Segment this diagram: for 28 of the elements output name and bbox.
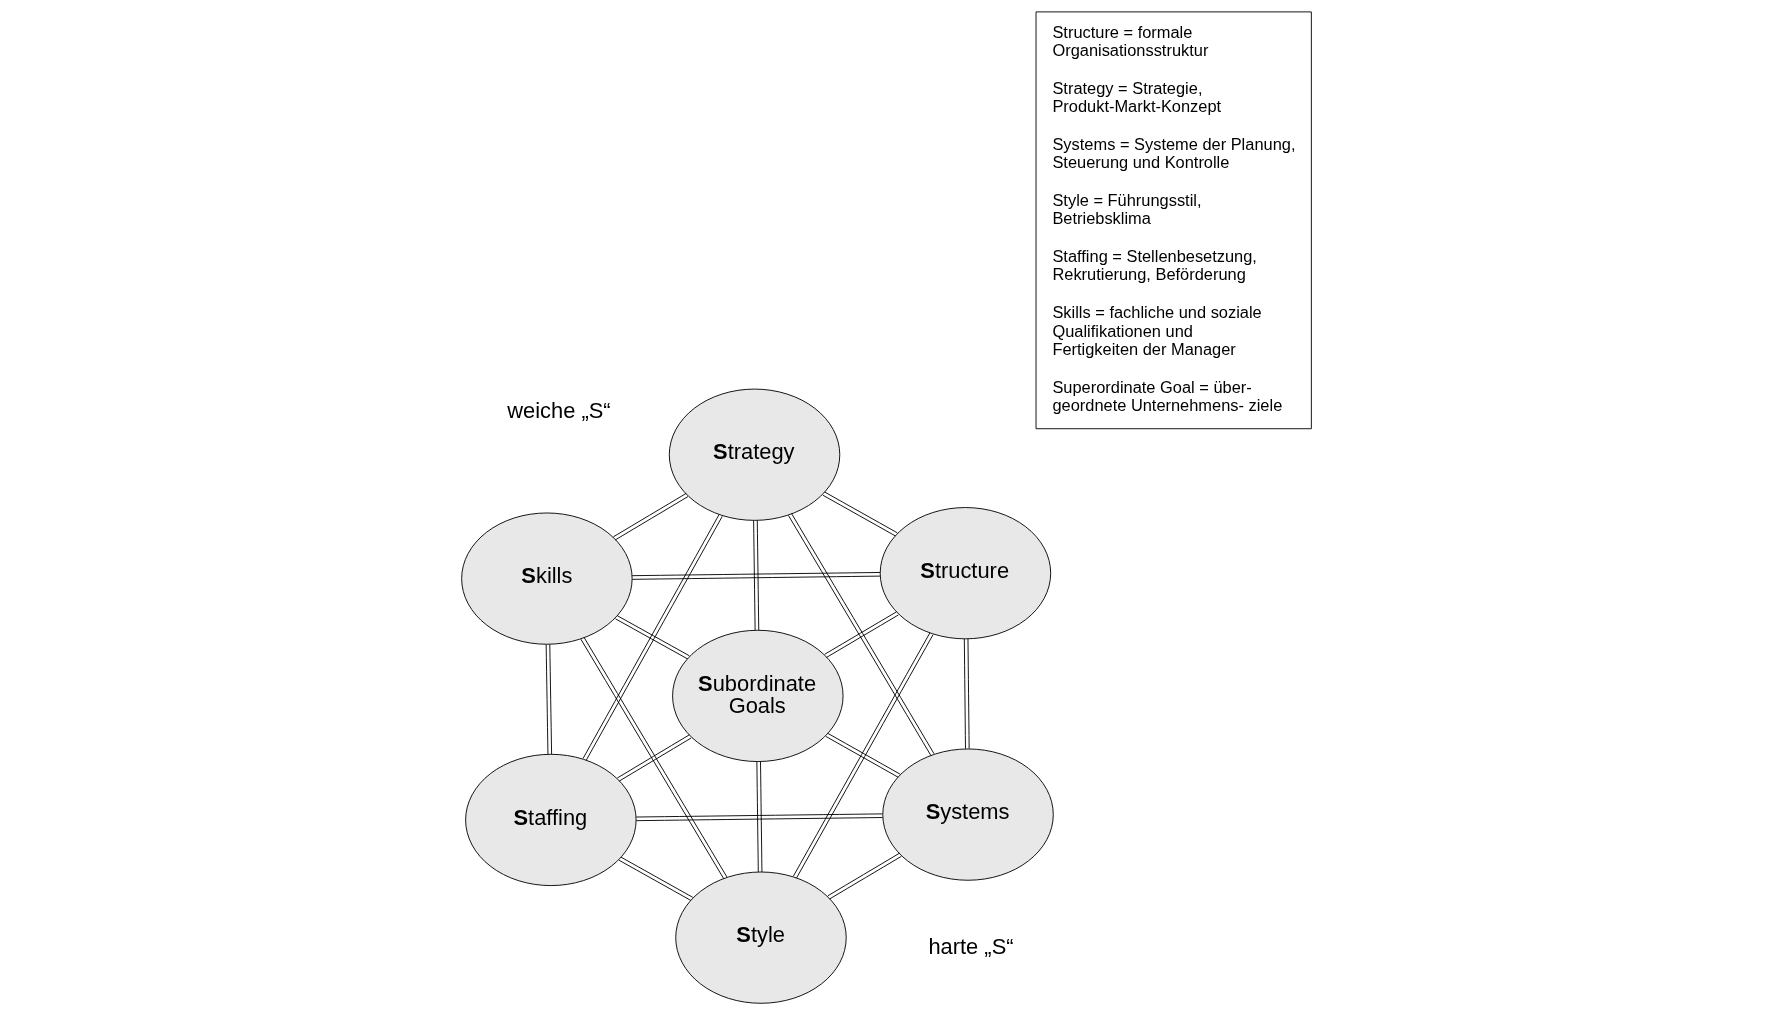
connector xyxy=(614,615,690,660)
connector xyxy=(963,638,970,750)
connector xyxy=(825,732,901,778)
connector xyxy=(582,514,723,761)
node-ellipse: Style xyxy=(675,871,847,1004)
connector xyxy=(635,813,884,822)
node-ellipse: Structure xyxy=(879,507,1052,640)
connector xyxy=(545,644,553,755)
connector xyxy=(616,734,692,782)
node-ellipse: Systems xyxy=(882,748,1054,881)
connector xyxy=(824,611,899,658)
connector xyxy=(580,636,728,880)
connector xyxy=(618,856,694,901)
node-ellipse: Strategy xyxy=(668,388,841,521)
connector xyxy=(827,852,902,900)
node-ellipse: Skills xyxy=(461,512,633,645)
connector xyxy=(612,492,689,541)
connector xyxy=(822,491,898,537)
label: harte „S“ xyxy=(928,934,1014,960)
connector xyxy=(631,572,881,580)
connector xyxy=(756,761,763,873)
node-ellipse: Staffing xyxy=(465,753,637,887)
connector xyxy=(792,632,934,879)
node-ellipse: Subordinate Goals xyxy=(672,629,844,762)
node-box: Structure = formale Organisationsstruktur Strategy = Strategie, Produkt-Markt-Konzept Systems = Systeme der Planung, Steuerung und Kontrolle Style = Führungsstil, Betriebsklima Staffing = Stellenbesetzung, Rekrutierung, Beförderung Skills = fachliche und soziale Qualifikationen und Fertigkeiten der Manager Superordinate Goal = über- geordnete Unternehmens- ziele xyxy=(1035,11,1312,430)
label: weiche „S“ xyxy=(507,398,611,424)
connector xyxy=(788,513,935,757)
connector xyxy=(753,520,760,631)
